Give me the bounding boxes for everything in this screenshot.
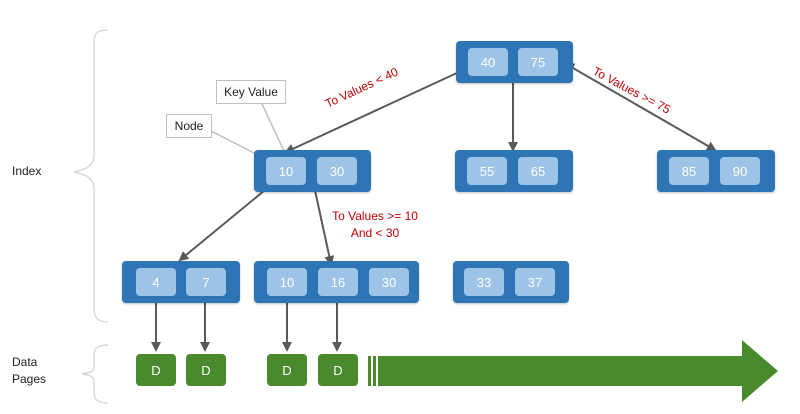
key-value: 40 (468, 48, 508, 76)
key-value: 90 (720, 157, 760, 185)
arrow-root-to-mid-left (284, 64, 474, 154)
key-value: 55 (467, 157, 507, 185)
key-value: 37 (515, 268, 555, 296)
data-pages-label-line2: Pages (12, 372, 47, 386)
annotation-line1: To Values >= 10 (332, 209, 418, 223)
green-arrow-stripe (368, 356, 371, 386)
green-arrow-stripe (373, 356, 376, 386)
leaf-node-3: 33 37 (453, 261, 569, 303)
data-page: D (186, 354, 226, 386)
key-value: 7 (186, 268, 226, 296)
annotation-line2: And < 30 (350, 226, 400, 240)
data-page: D (318, 354, 358, 386)
key-value: 16 (318, 268, 358, 296)
sequential-data-arrow (378, 340, 778, 402)
key-value: 85 (669, 157, 709, 185)
key-value: 10 (266, 157, 306, 185)
key-value: 30 (317, 157, 357, 185)
key-value: 75 (518, 48, 558, 76)
mid-node-center: 55 65 (455, 150, 573, 192)
mid-node-right: 85 90 (657, 150, 775, 192)
key-value-callout-line (261, 103, 285, 152)
node-callout: Node (166, 114, 212, 138)
key-value: 65 (518, 157, 558, 185)
index-bracket (73, 29, 109, 323)
data-pages-label-line1: Data (12, 355, 38, 369)
arrow-root-to-mid-right (564, 63, 717, 151)
data-page: D (136, 354, 176, 386)
data-pages-label: Data Pages (12, 354, 46, 388)
key-value: 33 (464, 268, 504, 296)
leaf-node-2: 10 16 30 (254, 261, 419, 303)
data-pages-bracket (81, 344, 109, 404)
key-value: 10 (267, 268, 307, 296)
index-label: Index (12, 164, 42, 178)
key-value: 4 (136, 268, 176, 296)
key-value-callout: Key Value (216, 80, 286, 104)
annotation-values-ge-10-lt-30: To Values >= 10 And < 30 (326, 208, 424, 242)
leaf-node-1: 4 7 (122, 261, 240, 303)
key-value: 30 (369, 268, 409, 296)
data-page: D (267, 354, 307, 386)
node-callout-line (210, 130, 263, 158)
root-node: 40 75 (456, 41, 573, 83)
mid-node-left: 10 30 (254, 150, 371, 192)
